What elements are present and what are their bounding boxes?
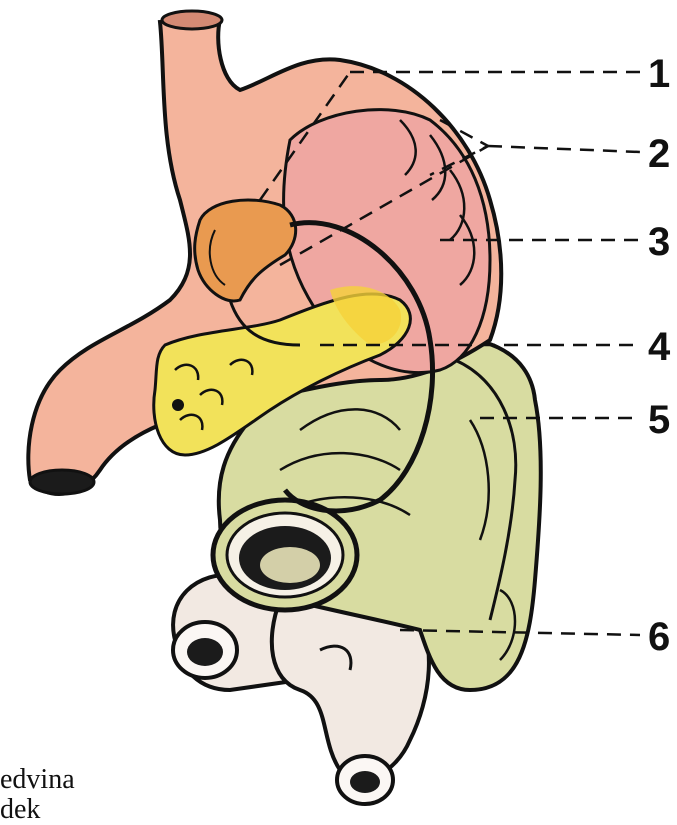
callout-number-5: 5 — [648, 400, 670, 440]
callout-number-3: 3 — [648, 222, 670, 262]
callout-number-1: 1 — [648, 54, 670, 94]
pylorus-opening — [30, 470, 94, 494]
caption-line-2: dek — [0, 796, 40, 824]
callout-number-4: 4 — [648, 327, 670, 367]
callout-number-6: 6 — [648, 617, 670, 657]
callout-number-2: 2 — [648, 134, 670, 174]
esophagus-opening — [162, 11, 222, 29]
caption-line-1: edvina — [0, 766, 75, 794]
